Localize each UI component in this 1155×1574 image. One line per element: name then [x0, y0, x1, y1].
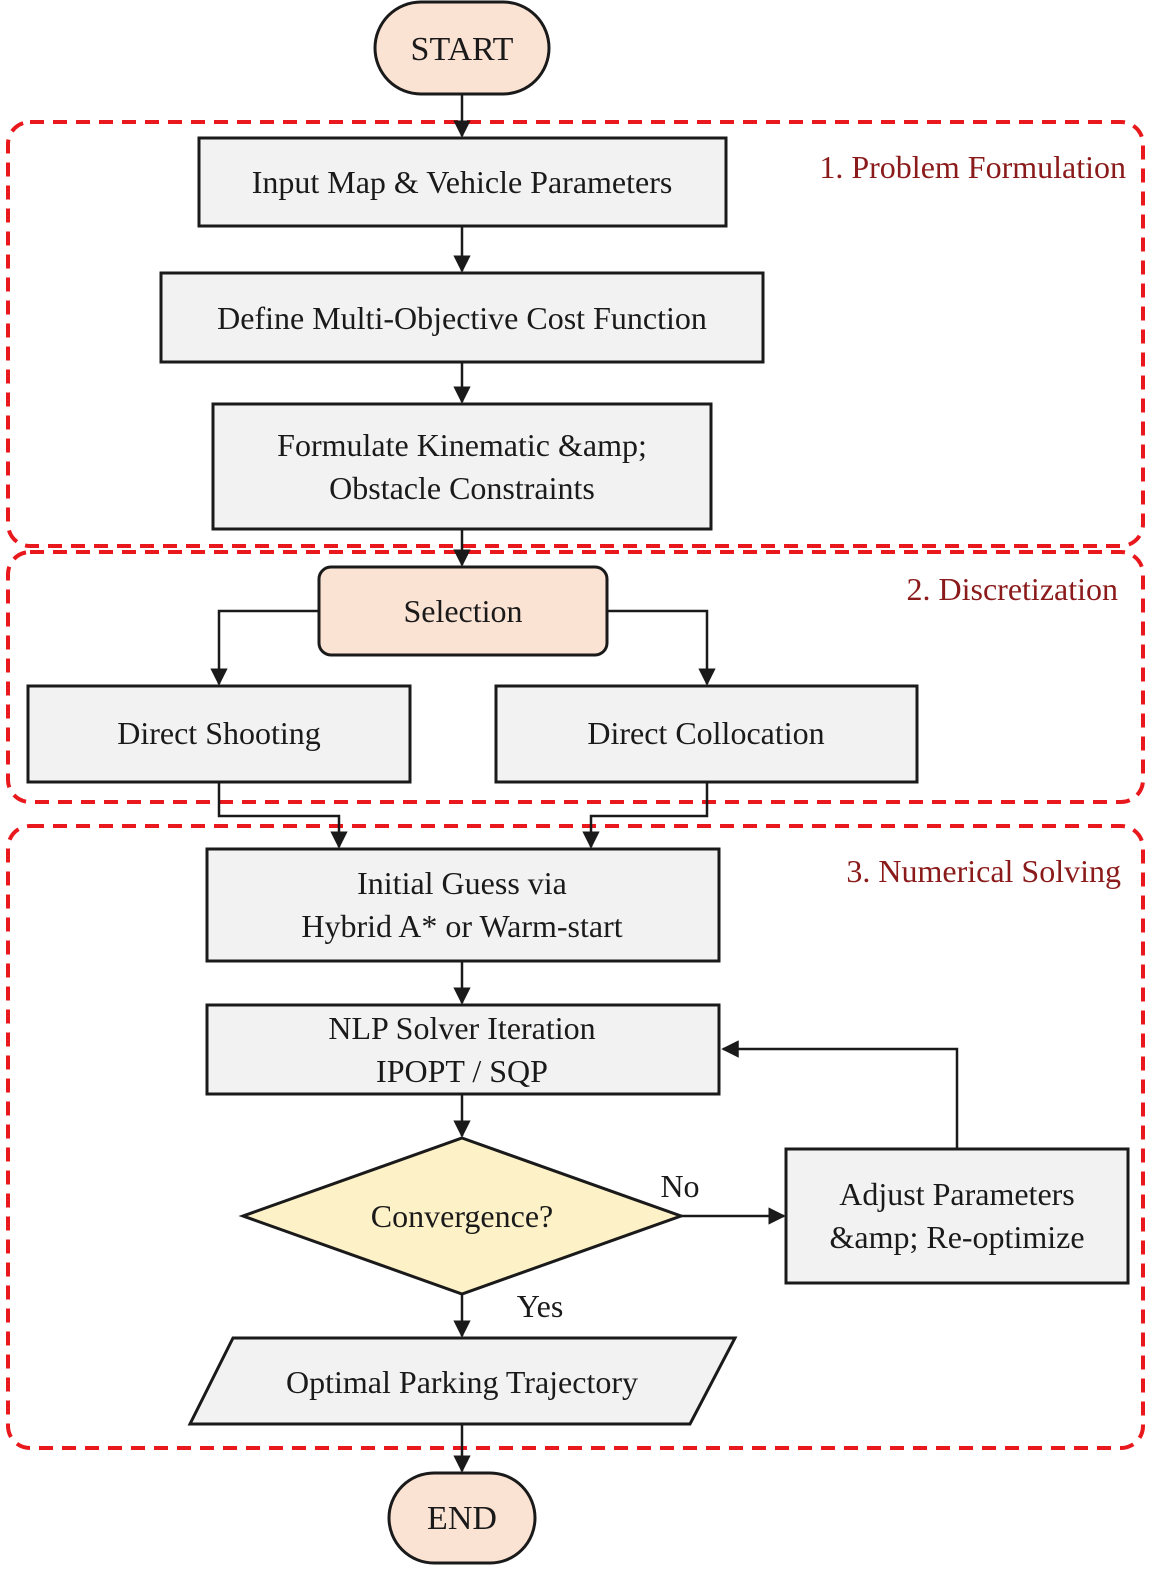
direct-shooting-label: Direct Shooting	[117, 715, 321, 751]
input-map-node: Input Map & Vehicle Parameters	[197, 136, 728, 228]
start-terminal: START	[373, 0, 551, 96]
optimal-trajectory-output: Optimal Parking Trajectory	[187, 1336, 738, 1426]
edge-shooting-guess	[217, 782, 348, 849]
section-label-solving: 3. Numerical Solving	[846, 853, 1121, 889]
end-terminal: END	[387, 1471, 537, 1565]
adjust-parameters-node: Adjust Parameters &amp; Re-optimize	[784, 1147, 1130, 1285]
edge-adjust-nlp	[721, 1040, 959, 1149]
edge-selection-collocation	[607, 609, 716, 686]
initial-guess-label-line1: Initial Guess via	[357, 865, 567, 901]
convergence-label: Convergence?	[371, 1198, 553, 1234]
optimal-trajectory-label: Optimal Parking Trajectory	[286, 1364, 638, 1400]
direct-collocation-node: Direct Collocation	[494, 684, 919, 784]
end-label: END	[427, 1500, 497, 1537]
edge-label-no: No	[660, 1168, 699, 1204]
initial-guess-label-line2: Hybrid A* or Warm-start	[301, 908, 622, 944]
direct-collocation-label: Direct Collocation	[587, 715, 824, 751]
input-map-label: Input Map & Vehicle Parameters	[252, 164, 673, 200]
edges	[210, 94, 959, 1473]
selection-node: Selection	[317, 565, 609, 657]
cost-function-node: Define Multi-Objective Cost Function	[159, 271, 765, 364]
edge-selection-shooting	[210, 609, 319, 686]
initial-guess-node: Initial Guess via Hybrid A* or Warm-star…	[205, 847, 721, 963]
nlp-solver-label-line2: IPOPT / SQP	[376, 1053, 548, 1089]
adjust-parameters-label-line2: &amp; Re-optimize	[829, 1219, 1084, 1255]
nlp-solver-node: NLP Solver Iteration IPOPT / SQP	[205, 1003, 721, 1096]
section-numerical-solving: 3. Numerical Solving	[6, 824, 1145, 1450]
section-label-formulation: 1. Problem Formulation	[819, 149, 1126, 185]
edge-label-yes: Yes	[517, 1288, 564, 1324]
edge-collocation-guess	[582, 782, 709, 849]
nlp-solver-label-line1: NLP Solver Iteration	[328, 1010, 595, 1046]
adjust-parameters-label-line1: Adjust Parameters	[839, 1176, 1075, 1212]
convergence-decision: Convergence?	[238, 1136, 686, 1296]
section-problem-formulation: 1. Problem Formulation	[6, 120, 1145, 548]
constraints-label-line1: Formulate Kinematic &amp;	[277, 427, 647, 463]
constraints-node: Formulate Kinematic &amp; Obstacle Const…	[211, 402, 713, 531]
selection-label: Selection	[403, 593, 522, 629]
section-label-discretization: 2. Discretization	[907, 571, 1118, 607]
start-label: START	[411, 31, 514, 68]
constraints-label-line2: Obstacle Constraints	[329, 470, 595, 506]
section-discretization: 2. Discretization	[6, 550, 1145, 804]
cost-function-label: Define Multi-Objective Cost Function	[217, 300, 707, 336]
direct-shooting-node: Direct Shooting	[26, 684, 412, 784]
